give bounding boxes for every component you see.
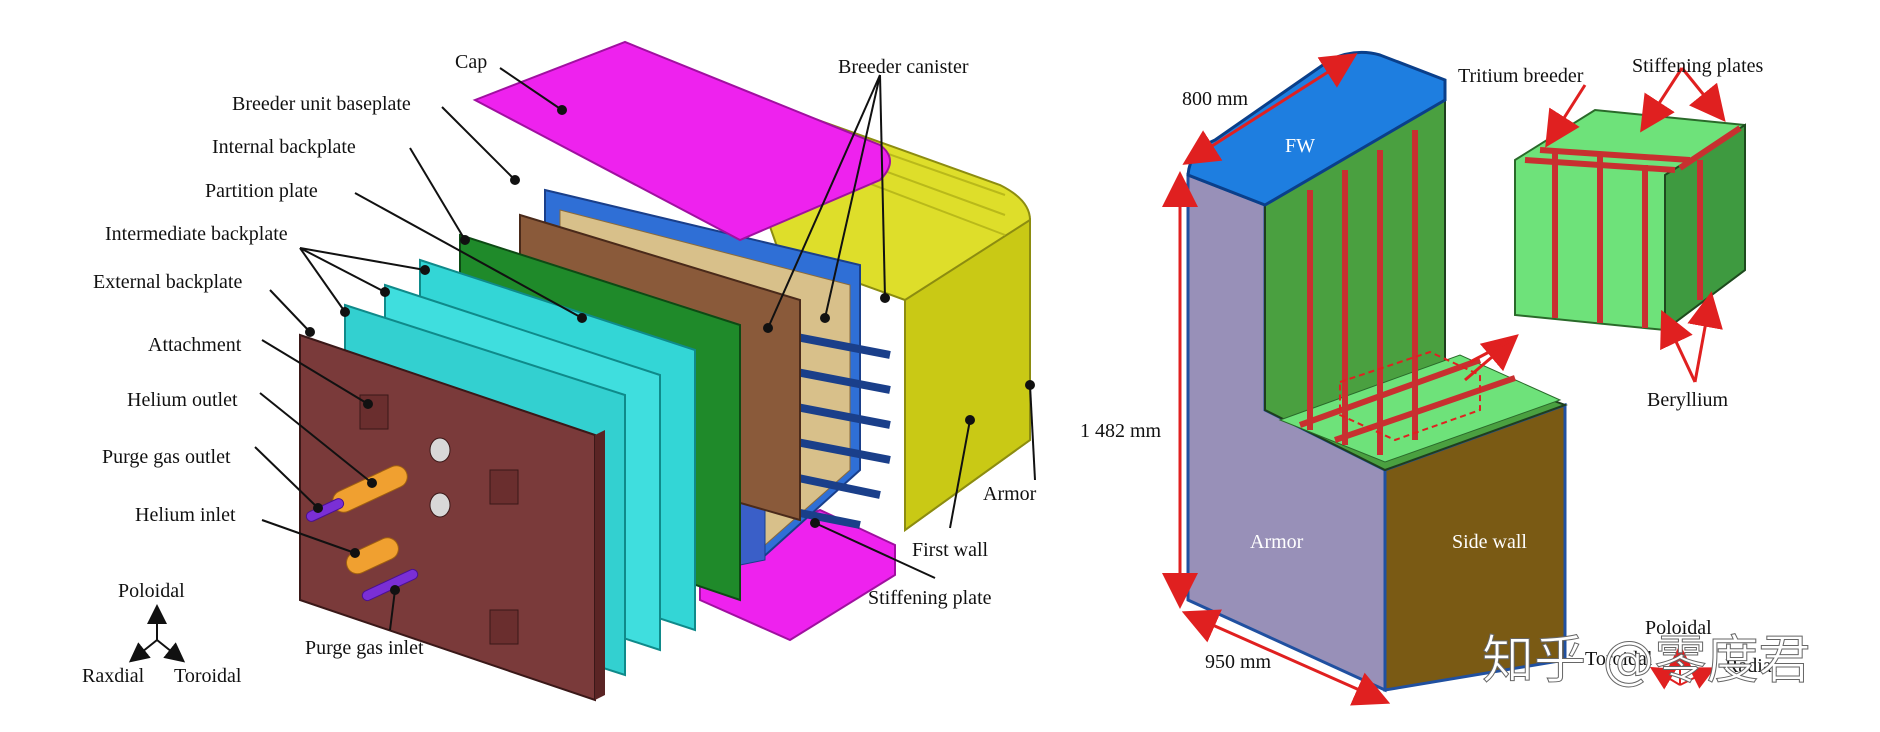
attachment-block-3 [489, 609, 519, 645]
port-hole-2 [429, 492, 451, 518]
label-partition-plate: Partition plate [205, 180, 318, 202]
label-attachment: Attachment [148, 334, 242, 356]
axis-label-radial-right: Radial [1725, 655, 1778, 677]
breeder-detail-block [1514, 108, 1746, 332]
dimension-lines [1162, 53, 1391, 706]
label-stiffening-plate: Stiffening plate [868, 587, 992, 609]
label-first-wall: First wall [912, 539, 989, 561]
label-intermediate-backplate: Intermediate backplate [105, 223, 288, 245]
label-dim-800: 800 mm [1182, 88, 1249, 110]
detail-arrow-1 [1464, 334, 1519, 382]
attachment-block-2 [489, 469, 519, 505]
label-fw: FW [1285, 135, 1315, 157]
label-stiffening-plates: Stiffening plates [1632, 55, 1763, 77]
attachment-block [359, 394, 389, 430]
label-breeder-unit-baseplate: Breeder unit baseplate [232, 93, 411, 115]
label-side-wall: Side wall [1452, 531, 1527, 553]
cap-plate [472, 40, 891, 242]
label-helium-inlet: Helium inlet [135, 504, 236, 526]
label-cap: Cap [455, 51, 487, 73]
axis-label-poloidal-right: Poloidal [1645, 617, 1712, 639]
left-leader-dots [305, 105, 1035, 595]
label-helium-outlet: Helium outlet [127, 389, 238, 411]
right-coordinate-axes [1649, 644, 1716, 690]
left-exploded-view: Cap Breeder canister Breeder unit basepl… [82, 40, 1037, 702]
watermark-text: 知乎 @零度君 [1482, 631, 1811, 691]
purge-gas-outlet-pipe [305, 498, 345, 522]
detail-selection-box [1339, 350, 1481, 442]
label-beryllium: Beryllium [1647, 389, 1729, 411]
label-internal-backplate: Internal backplate [212, 136, 356, 158]
axis-label-raxdial: Raxdial [82, 665, 145, 687]
port-hole [429, 437, 451, 463]
label-external-backplate: External backplate [93, 271, 242, 293]
label-purge-gas-outlet: Purge gas outlet [102, 446, 231, 468]
label-dim-1482: 1 482 mm [1080, 420, 1162, 442]
axis-label-toroidal-right: Toroidal [1585, 648, 1653, 670]
axis-label-toroidal: Toroidal [174, 665, 242, 687]
label-tritium-breeder: Tritium breeder [1458, 65, 1584, 87]
label-breeder-canister: Breeder canister [838, 56, 969, 78]
right-stiffening-lines [1298, 130, 1516, 455]
axis-label-poloidal: Poloidal [118, 580, 185, 602]
right-assembled-view: 800 mm 1 482 mm 950 mm FW Armor Side wal… [1080, 50, 1811, 706]
label-armor-right: Armor [1250, 531, 1304, 553]
label-dim-950: 950 mm [1205, 651, 1272, 673]
detail-arrow-2 [1469, 338, 1513, 364]
label-purge-gas-inlet: Purge gas inlet [305, 637, 424, 659]
helium-inlet-pipe [345, 537, 399, 575]
left-coordinate-axes [128, 604, 186, 663]
label-armor-left: Armor [983, 483, 1037, 505]
left-leader-lines [254, 67, 1036, 631]
callout-lines [1545, 67, 1726, 383]
